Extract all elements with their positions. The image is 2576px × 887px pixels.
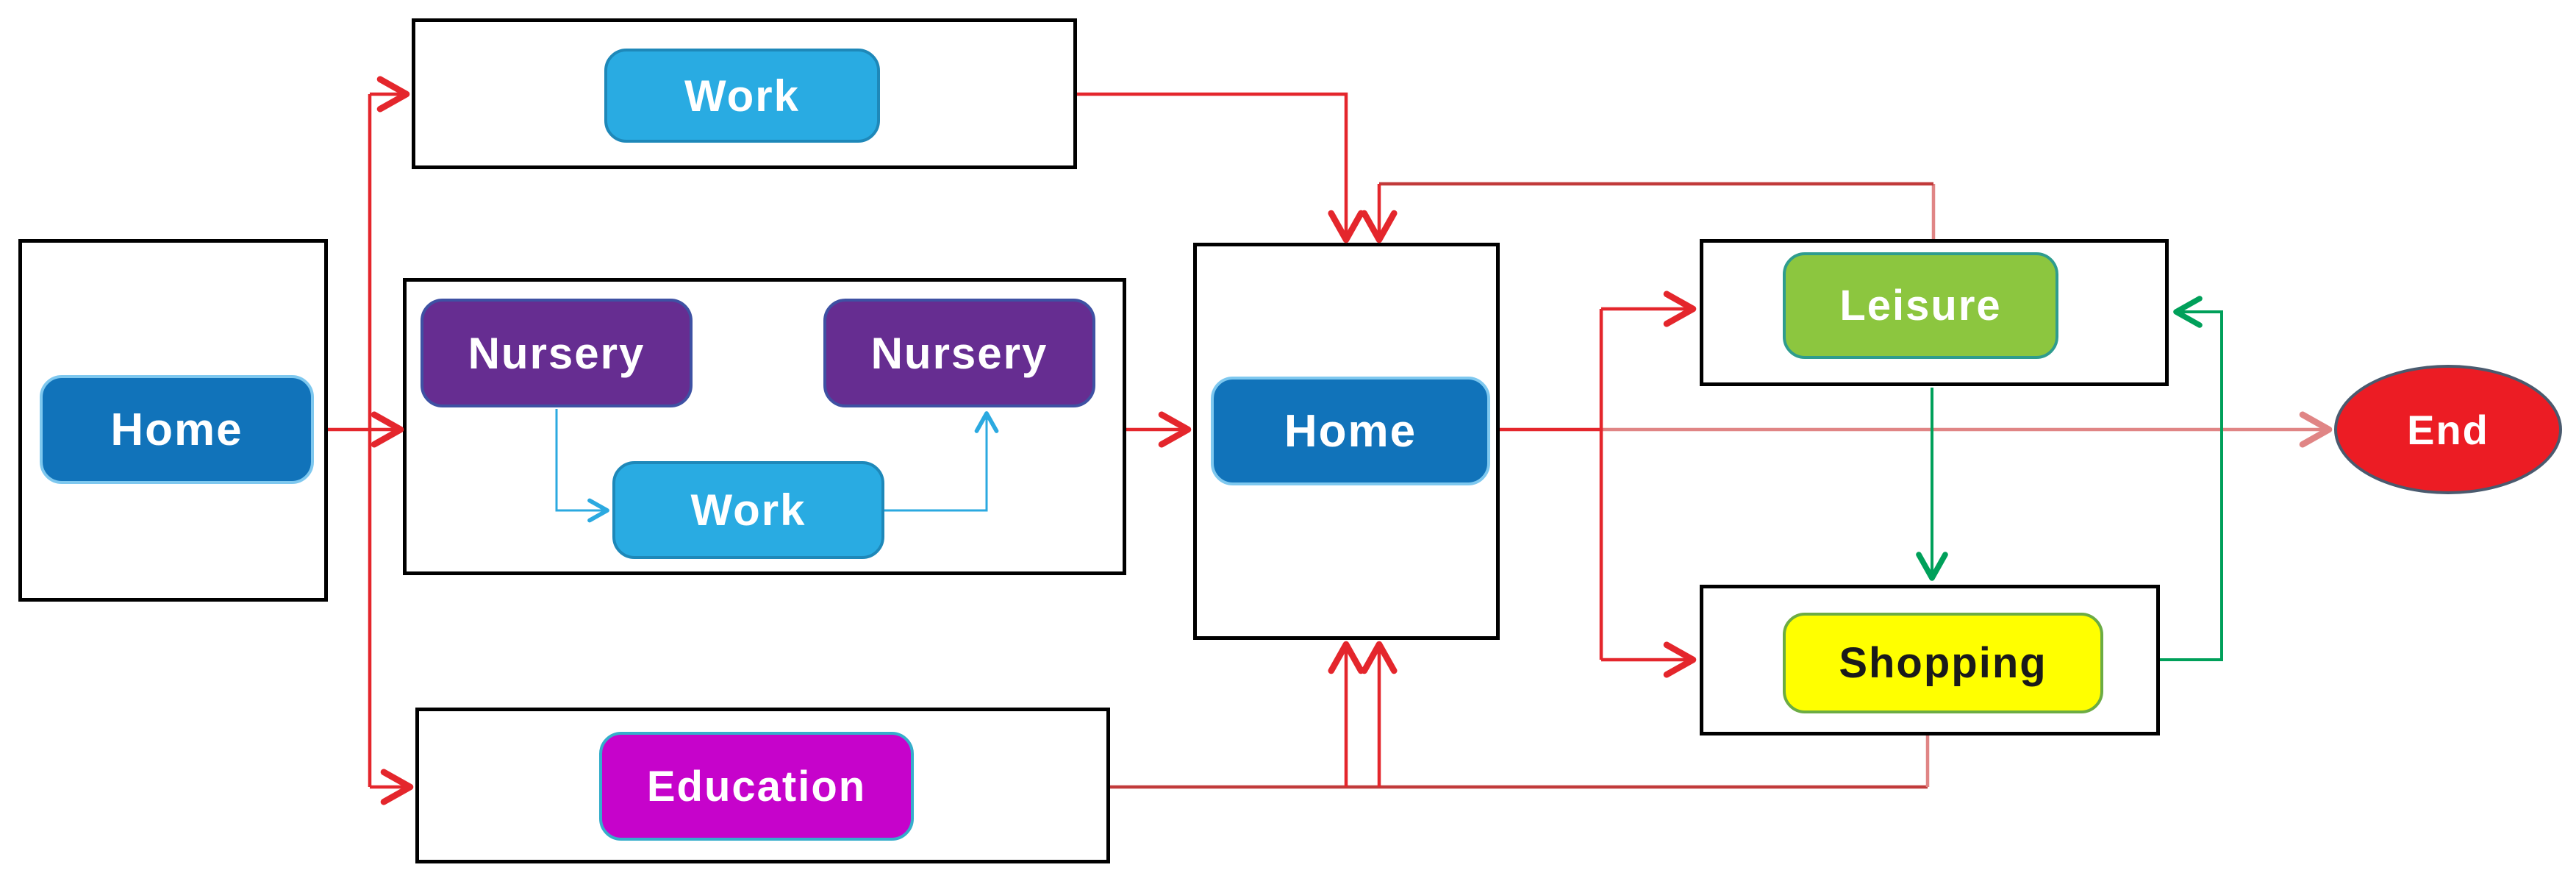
edge-shopping-to-leisure-loop [2160,296,2223,661]
node-home-return: Home [1211,377,1490,485]
node-work-middle: Work [612,461,884,559]
edge-nursery-left-to-work-middle [555,409,609,523]
edge-work-middle-to-nursery-right [884,411,999,512]
node-work-top-label: Work [684,71,800,121]
node-nursery-right-label: Nursery [870,328,1048,378]
node-home-return-label: Home [1284,405,1417,457]
node-nursery-left: Nursery [421,299,693,407]
edge-work-to-home-return [1077,92,1364,243]
node-end: End [2334,365,2562,494]
node-shopping-label: Shopping [1839,639,2047,687]
node-nursery-left-label: Nursery [468,328,645,378]
node-home-start: Home [40,375,314,484]
node-nursery-right: Nursery [823,299,1095,407]
node-work-middle-label: Work [690,485,806,535]
node-leisure-label: Leisure [1839,282,2002,329]
node-work-top: Work [604,49,880,143]
node-education: Education [599,732,914,841]
node-education-label: Education [646,762,867,811]
node-end-label: End [2407,406,2489,453]
node-shopping: Shopping [1783,613,2103,713]
node-home-start-label: Home [110,404,243,455]
node-leisure: Leisure [1783,252,2058,359]
work-container [412,18,1077,169]
